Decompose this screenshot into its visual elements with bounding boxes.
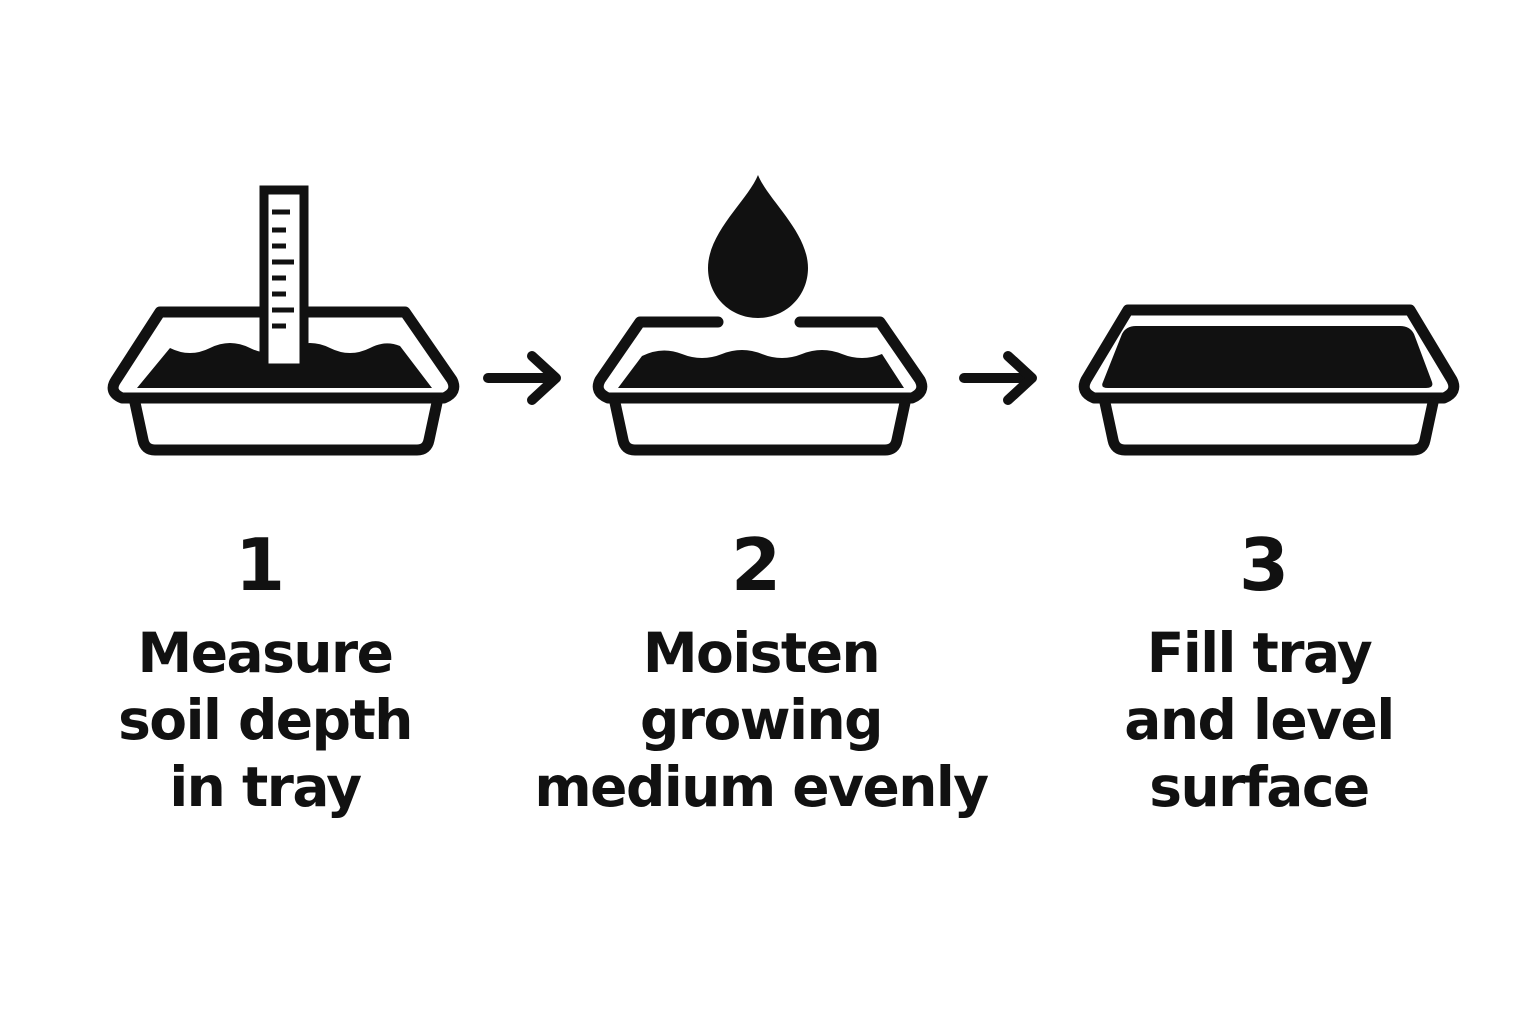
step-2-label-line: growing: [640, 688, 883, 752]
filled-level-tray-icon: [1078, 304, 1460, 456]
step-3-label-line: Fill tray: [1146, 621, 1373, 685]
step-3-label: Fill tray and level surface: [1029, 620, 1489, 821]
step-1-number: 1: [234, 523, 286, 607]
step-3-label-line: and level: [1124, 688, 1395, 752]
water-drop-over-tray-icon: [592, 175, 928, 456]
step-2-number: 2: [730, 523, 782, 607]
step-1-label-line: in tray: [169, 755, 362, 819]
step-1-label: Measure soil depth in tray: [35, 620, 495, 821]
step-3-number: 3: [1238, 523, 1290, 607]
step-2-label-line: Moisten: [642, 621, 881, 685]
ruler-in-tray-icon: [107, 185, 460, 456]
step-2-label: Moisten growing medium evenly: [531, 620, 991, 821]
arrow-right-icon: [959, 351, 1037, 405]
step-3-label-line: surface: [1149, 755, 1370, 819]
step-2-label-line: medium evenly: [534, 755, 989, 819]
step-1-label-line: soil depth: [118, 688, 413, 752]
arrow-right-icon: [483, 351, 561, 405]
step-1-label-line: Measure: [137, 621, 394, 685]
